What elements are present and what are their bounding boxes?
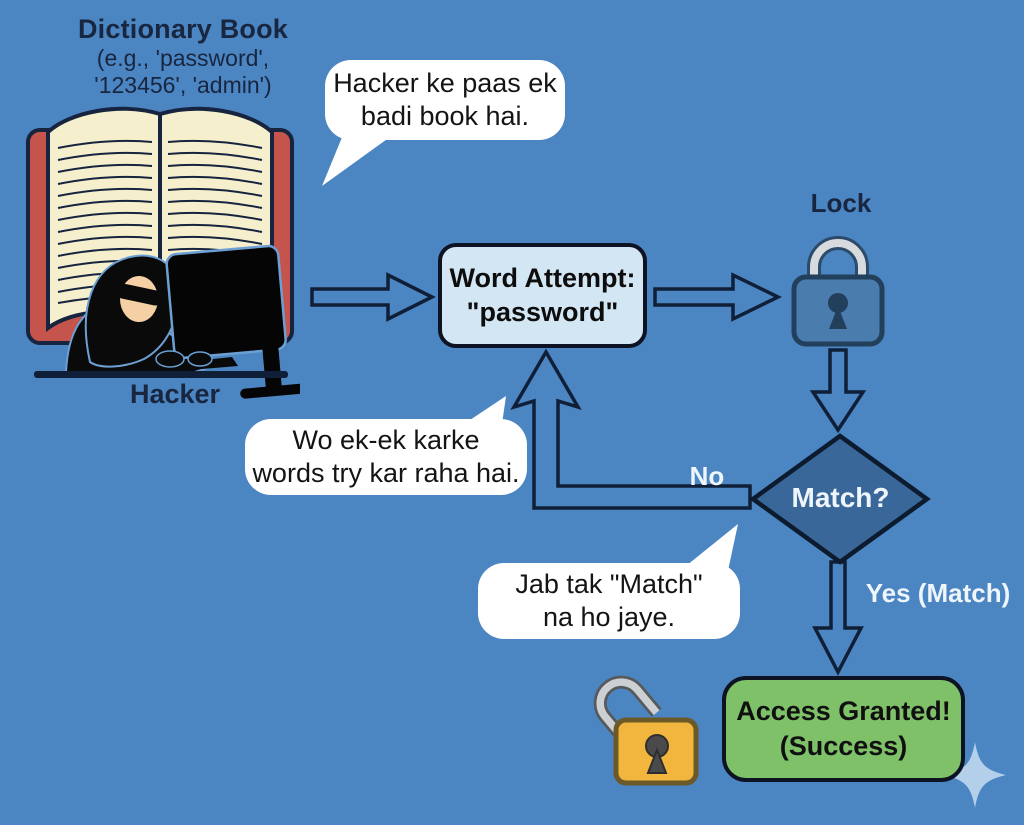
- arrow-down-icon: [812, 560, 864, 676]
- lock-open-icon: [593, 675, 699, 786]
- word-attempt-title: Word Attempt:: [449, 262, 636, 293]
- dictionary-note: Dictionary Book (e.g., 'password', '1234…: [52, 14, 314, 99]
- word-attempt-box: Word Attempt: "password": [438, 243, 647, 348]
- bubble-tail: [322, 130, 390, 186]
- decision-no-label: No: [689, 461, 725, 491]
- hacker-mask: [116, 283, 163, 306]
- arrow-right-icon: [310, 272, 436, 322]
- decision-yes-label: Yes (Match): [865, 578, 1011, 608]
- access-granted-box: Access Granted! (Success): [722, 676, 965, 782]
- hacker-scene: [26, 106, 300, 399]
- word-attempt-value: "password": [466, 296, 619, 327]
- speech-bubble-until-match: Jab tak "Match" na ho jaye.: [478, 563, 740, 639]
- lock-closed-icon: [791, 236, 885, 347]
- decision-question-label: Match?: [791, 482, 890, 513]
- speech-bubble-text: badi book hai.: [360, 101, 530, 131]
- arrow-down-icon: [809, 348, 867, 434]
- decision-diamond: [749, 433, 931, 565]
- speech-bubble-text: words try kar raha hai.: [252, 458, 520, 488]
- speech-bubble-try-words: Wo ek-ek karke words try kar raha hai.: [245, 419, 527, 495]
- speech-bubble-text: Jab tak "Match": [515, 569, 703, 600]
- speech-bubble-text: Hacker ke paas ek: [333, 68, 557, 99]
- hacker-figure: [34, 244, 300, 399]
- access-granted-subtitle: (Success): [779, 731, 908, 761]
- lock-label: Lock: [810, 188, 872, 218]
- monitor-icon: [165, 244, 300, 399]
- dictionary-title: Dictionary Book: [77, 14, 289, 44]
- access-granted-title: Access Granted!: [736, 695, 951, 726]
- arrow-right-icon: [653, 272, 782, 322]
- arrow-loop-back-icon: [510, 348, 752, 510]
- desk-line: [34, 371, 288, 378]
- dictionary-example-line: (e.g., 'password',: [96, 45, 270, 71]
- hacker-label: Hacker: [129, 379, 221, 409]
- speech-bubble-book: Hacker ke paas ek badi book hai.: [325, 60, 565, 140]
- dictionary-example-line: '123456', 'admin'): [94, 72, 272, 99]
- sparkle-icon: [944, 742, 1006, 808]
- speech-bubble-text: Wo ek-ek karke: [292, 425, 480, 456]
- speech-bubble-text: na ho jaye.: [542, 602, 676, 632]
